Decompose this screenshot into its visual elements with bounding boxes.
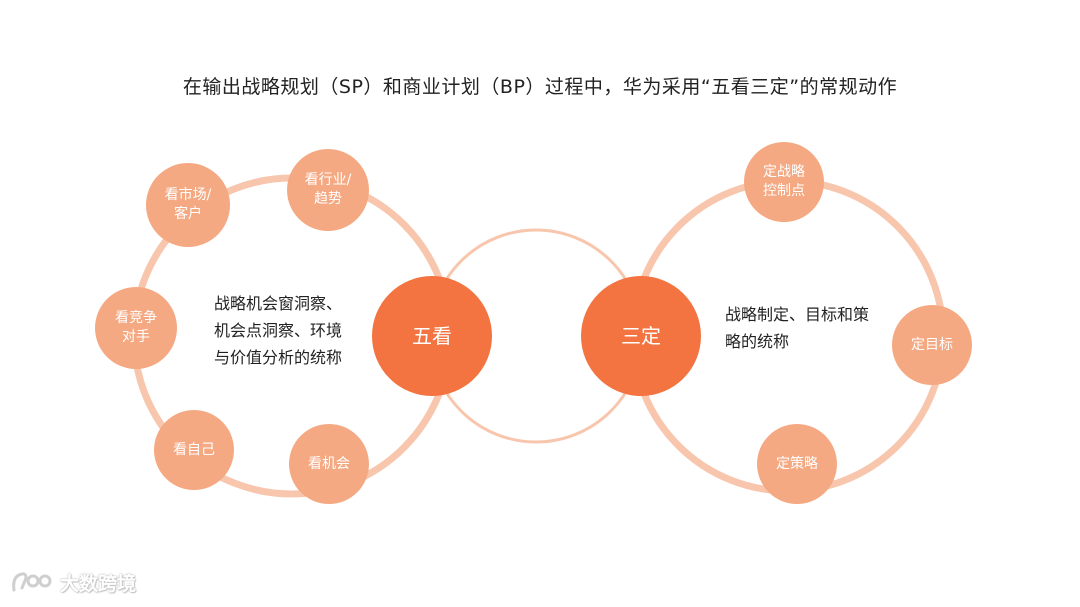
node-set-strategy: 定策略: [757, 424, 837, 504]
diagram-title: 在输出战略规划（SP）和商业计划（BP）过程中，华为采用“五看三定”的常规动作: [182, 76, 898, 98]
logo-text: 大数跨境: [60, 572, 137, 595]
watermark-logo: 大数跨境: [10, 568, 136, 596]
node-look-market: 看市场/ 客户: [146, 163, 230, 247]
hub-three-sets: 三定: [581, 276, 701, 396]
left-description: 战略机会窗洞察、 机会点洞察、环境 与价值分析的统称: [214, 294, 343, 367]
node-look-opportunity: 看机会: [289, 424, 369, 504]
node-look-competitor: 看竞争 对手: [95, 287, 177, 369]
node-look-self: 看自己: [154, 410, 234, 490]
node-set-control-point: 定战略 控制点: [744, 142, 824, 222]
right-description: 战略制定、目标和策 略的统称: [725, 305, 870, 351]
hub-five-looks: 五看: [372, 276, 492, 396]
logo-icon: [12, 572, 52, 592]
node-set-target: 定目标: [892, 305, 972, 385]
node-look-industry: 看行业/ 趋势: [287, 149, 369, 231]
